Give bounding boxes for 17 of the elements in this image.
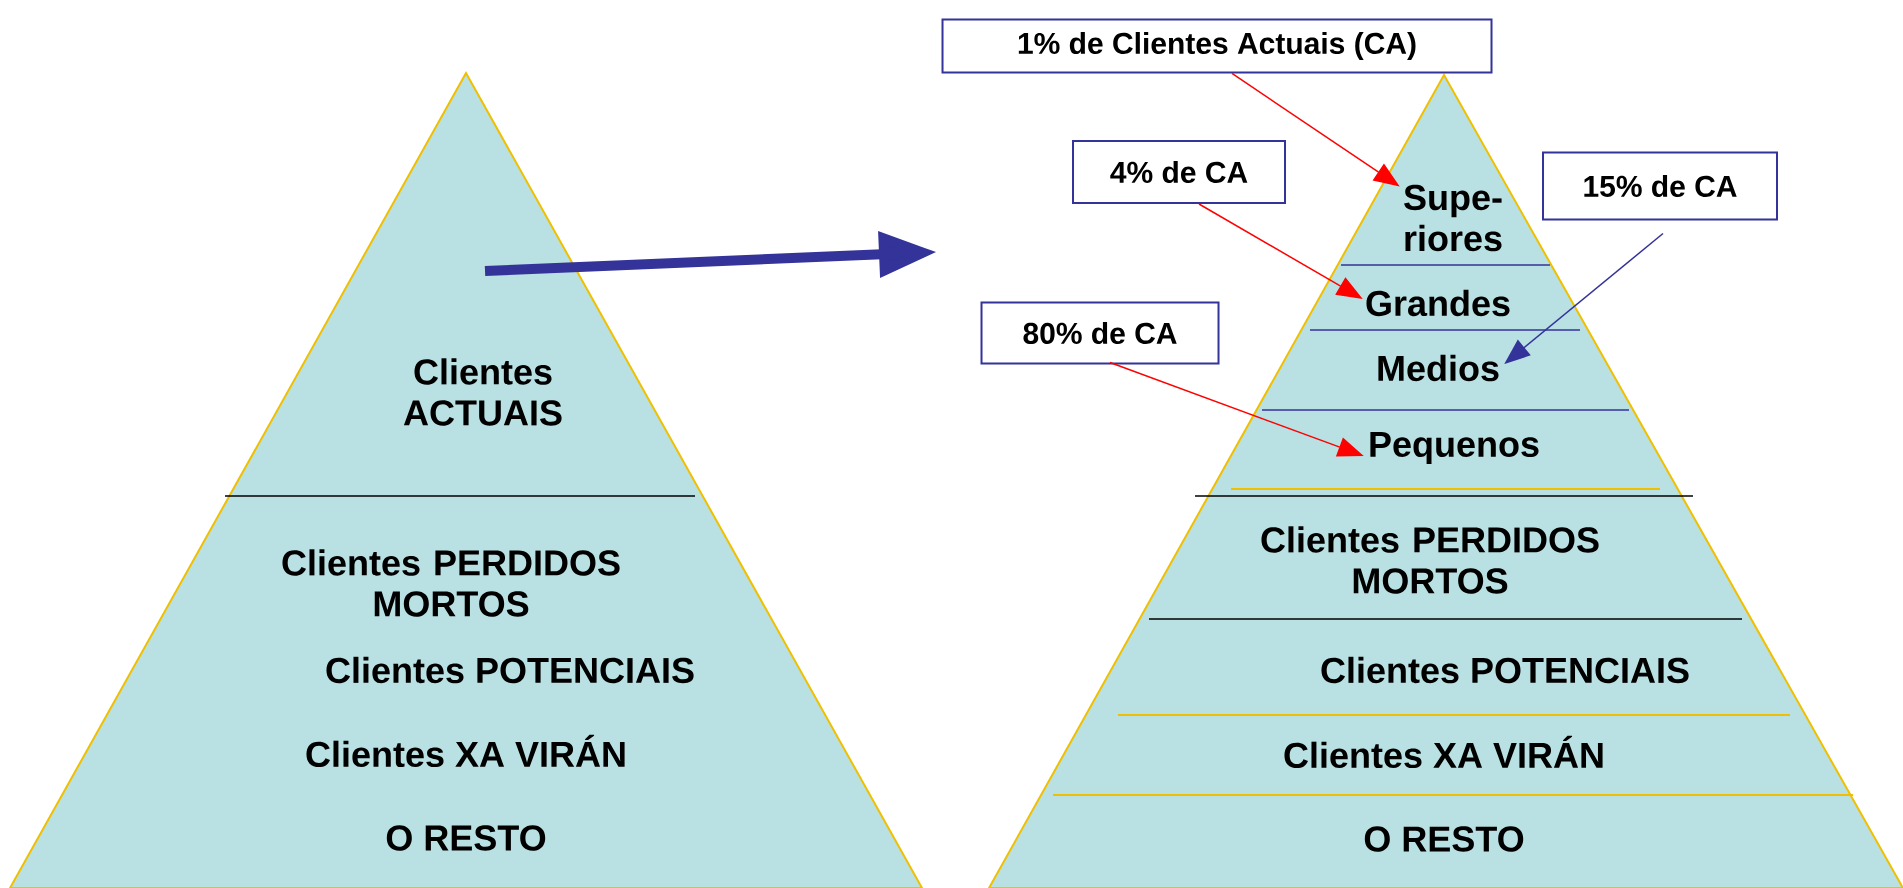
tier-label: Clientes POTENCIAIS xyxy=(326,656,694,684)
callout-box: 80% de CA xyxy=(980,301,1220,365)
tier-label: O RESTO xyxy=(386,825,546,851)
tier-label: Clientes XA VIRÁN xyxy=(306,734,625,768)
tier-label: Clientes POTENCIAIS xyxy=(1321,656,1689,684)
callout-box: 4% de CA xyxy=(1072,140,1286,204)
tier-label: O RESTO xyxy=(1364,826,1524,852)
tier-label: Clientes XA VIRÁN xyxy=(1284,735,1603,769)
tier-label: Clientes PERDIDOS MORTOS xyxy=(1261,526,1599,594)
tier-label: Medios xyxy=(1378,354,1499,382)
tier-label: Grandes xyxy=(1366,289,1510,317)
tier-label: Pequenos xyxy=(1370,431,1539,465)
callout-box: 1% de Clientes Actuais (CA) xyxy=(941,18,1493,74)
tier-label: Clientes ACTUAIS xyxy=(403,358,562,426)
callout-box: 15% de CA xyxy=(1542,151,1778,221)
tier-label: Clientes PERDIDOS MORTOS xyxy=(282,549,620,617)
tier-label: Supe- riores xyxy=(1404,184,1502,252)
